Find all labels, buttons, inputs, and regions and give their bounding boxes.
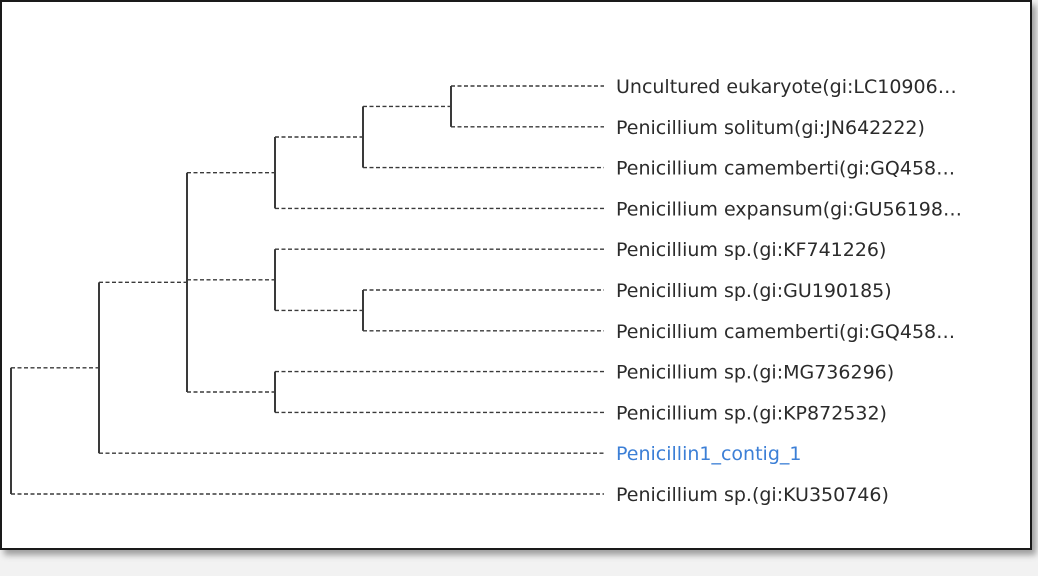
leaf-label-3: Penicillium camemberti(gi:GQ458… xyxy=(616,158,955,180)
leaf-label-2: Penicillium solitum(gi:JN642222) xyxy=(616,117,925,139)
leaf-label-4: Penicillium expansum(gi:GU56198… xyxy=(616,198,962,220)
leaf-label-11: Penicillium sp.(gi:KU350746) xyxy=(616,484,889,506)
leaf-label-1: Uncultured eukaryote(gi:LC10906… xyxy=(616,76,957,98)
leaf-label-6: Penicillium sp.(gi:GU190185) xyxy=(616,280,892,302)
leaf-labels: Uncultured eukaryote(gi:LC10906… Penicil… xyxy=(616,76,962,506)
leaf-label-5: Penicillium sp.(gi:KF741226) xyxy=(616,239,886,261)
tree-panel: Uncultured eukaryote(gi:LC10906… Penicil… xyxy=(0,0,1032,550)
leaf-label-9: Penicillium sp.(gi:KP872532) xyxy=(616,402,887,424)
phylogenetic-tree: Uncultured eukaryote(gi:LC10906… Penicil… xyxy=(10,76,962,506)
tree-branches xyxy=(10,85,604,495)
leaf-label-7: Penicillium camemberti(gi:GQ458… xyxy=(616,321,955,343)
leaf-label-8: Penicillium sp.(gi:MG736296) xyxy=(616,362,894,384)
leaf-label-10: Penicillin1_contig_1 xyxy=(616,443,801,465)
